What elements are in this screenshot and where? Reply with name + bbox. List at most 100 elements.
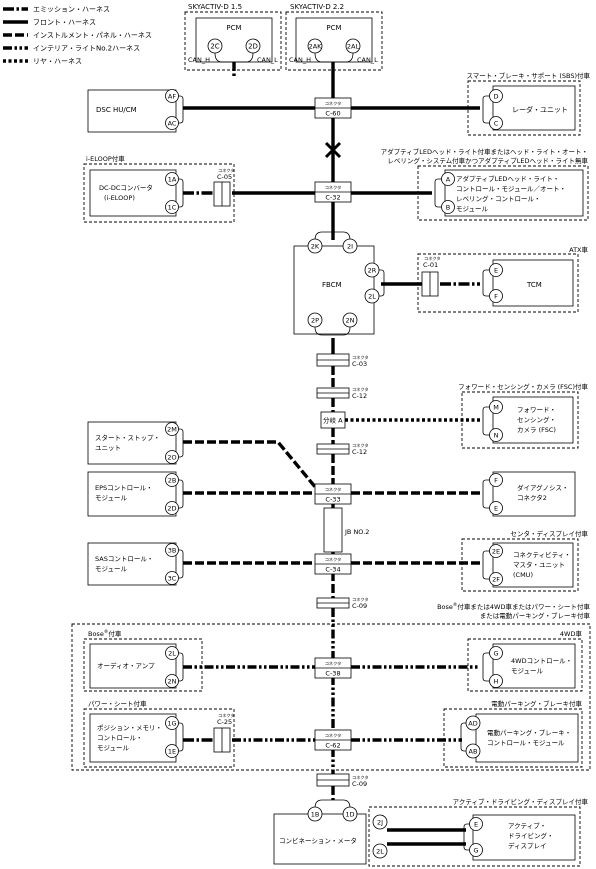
startstop-module: スタート・ストップ・ ユニット 2M 2O — [87, 421, 184, 465]
cmu-name-2: マスタ・ユニット — [513, 560, 565, 569]
pcm22-name: PCM — [326, 24, 341, 32]
pcm22-option-frame — [285, 11, 383, 71]
wire-startstop — [183, 440, 318, 490]
connector-c62: コネクタ C-62 — [314, 729, 352, 751]
fbcm-pin-2r — [364, 262, 380, 278]
dsc-box — [87, 89, 177, 133]
tcm-pin-f-label: F — [494, 293, 498, 301]
fbcm-box — [293, 245, 375, 335]
meter-pin-1b-label: 1B — [311, 811, 320, 819]
audio-option-label: Bose®付車 — [88, 628, 122, 638]
outer-option-label-1: Bose®付車または4WD車またはパワー・シート付車 — [437, 601, 590, 611]
startstop-name-2: ユニット — [95, 444, 121, 452]
pcm15-pin-h-label: 2C — [210, 43, 219, 51]
dlc-pin-f — [489, 473, 503, 487]
eps-pin-link — [176, 479, 184, 509]
connector-c33: コネクタ C-33 — [314, 483, 352, 505]
fsc-name-2: センシング・ — [517, 415, 556, 424]
eps-module: EPSコントロール・ モジュール 2B 2D — [87, 471, 184, 517]
pcm15-option-frame — [184, 11, 282, 71]
legend-label-instrument: インストルメント・パネル・ハーネス — [33, 32, 152, 40]
fbcm-pin-2k — [307, 238, 323, 254]
awd-name-1: 4WDコントロール・ — [511, 657, 572, 665]
headlight-pin-b-label: B — [446, 204, 450, 212]
jb-no2: JB NO.2 — [323, 507, 369, 553]
seat-name-3: モジュール — [97, 744, 130, 752]
fbcm-module: FBCM 2K 2I 2R 2L 2P 2N — [293, 231, 385, 336]
connector-c03-id: C-03 — [352, 360, 367, 368]
dlc-name-2: コネクタ2 — [517, 493, 547, 502]
adisp-pin-2j-label: 2J — [377, 819, 383, 827]
tcm-box — [492, 259, 574, 307]
sas-pin-3b-label: 3B — [168, 547, 177, 555]
fsc-module: フォワード・センシング・カメラ (FSC)付車 フォワード・ センシング・ カメ… — [458, 382, 588, 449]
dsc-pin-af-label: AF — [168, 93, 176, 101]
startstop-pin-2o-label: 2O — [167, 454, 176, 462]
radar-box — [492, 85, 576, 131]
dlc-module: ダイアグノシス・ コネクタ2 F E — [482, 471, 576, 517]
fbcm-pin-2n — [342, 312, 358, 328]
audio-pin-2n-label: 2N — [168, 678, 177, 686]
seat-box — [89, 713, 177, 763]
tcm-module: ATX車 コネクタ C-01 TCM E F — [417, 245, 588, 313]
meter-pin-link — [314, 799, 351, 809]
epb-pin-ad-label: AD — [468, 720, 477, 728]
startstop-pin-2m — [165, 422, 179, 436]
dlc-pin-link — [482, 479, 490, 509]
seat-pin-1e — [165, 744, 179, 758]
headlight-pin-a — [441, 172, 455, 186]
fbcm-top-link — [314, 231, 351, 241]
epb-pin-ab — [465, 743, 481, 759]
cmu-pin-link — [482, 550, 490, 580]
tcm-pin-e-label: E — [494, 267, 498, 275]
meter-module: コンビネーション・メータ 1B 1D — [273, 799, 367, 865]
sas-name-1: SASコントロール・ — [95, 555, 153, 563]
connector-c60: コネクタ C-60 — [314, 97, 352, 119]
dlc-box — [492, 471, 576, 517]
connector-c33-id: C-33 — [325, 496, 340, 504]
connector-c09-lower: コネクタ C-09 — [316, 773, 369, 788]
cross-mark — [324, 141, 342, 159]
connector-c05-id: C-05 — [217, 173, 232, 181]
connector-c60-word: コネクタ — [325, 100, 342, 107]
connector-c34: コネクタ C-34 — [314, 553, 352, 575]
connector-c12-lower: コネクタ C-12 — [316, 442, 369, 456]
sas-pin-link — [176, 549, 184, 579]
eps-name-2: モジュール — [95, 494, 128, 502]
headlight-name-3: レベリング・コントロール・ — [456, 194, 541, 203]
fsc-pin-m-label: M — [493, 404, 499, 412]
pcm22-variant-label: SKYACTIV-D 2.2 — [290, 3, 344, 11]
headlight-box — [444, 169, 584, 217]
connector-c03-word: コネクタ — [352, 354, 369, 361]
eps-box — [87, 471, 177, 517]
fsc-pin-link — [482, 406, 490, 436]
pcm-22: SKYACTIV-D 2.2 PCM 2AK 2AL CAN_H CAN_L — [285, 3, 383, 71]
headlight-option-label-2: レベリング・システム付車かつアダプティブLEDヘッド・ライト無車 — [387, 156, 588, 165]
connector-c03: コネクタ C-03 — [316, 353, 369, 368]
connector-c25-word: コネクタ — [218, 712, 235, 719]
radar-option-frame — [467, 80, 581, 136]
radar-name: レーダ・ユニット — [512, 105, 568, 114]
outer-option-frame — [71, 623, 591, 771]
adisp-pin-link — [463, 823, 470, 851]
fbcm-pin-2r-label: 2R — [368, 267, 377, 275]
awd-name-2: モジュール — [511, 667, 544, 675]
fsc-name-1: フォワード・ — [517, 406, 556, 414]
audio-name: オーディオ・アンプ — [97, 661, 155, 670]
adisp-pin-e — [469, 817, 483, 831]
sas-name-2: モジュール — [95, 565, 128, 573]
outer-option-label-2: または電動パーキング・ブレーキ付車 — [480, 611, 591, 620]
startstop-pin-2m-label: 2M — [167, 426, 177, 434]
connector-c38: コネクタ C-38 — [314, 657, 352, 679]
cmu-name-3: (CMU) — [513, 571, 533, 579]
awd-option-frame — [467, 638, 583, 692]
fbcm-bottom-link — [314, 326, 351, 336]
adisp-pin-g-label: G — [473, 847, 478, 855]
connector-c09-upper: コネクタ C-09 — [316, 596, 369, 610]
adisp-pin-e-label: E — [474, 821, 478, 829]
adisp-option-label: アクティブ・ドライビング・ディスプレイ付車 — [453, 797, 589, 806]
audio-option-rest: 付車 — [108, 629, 122, 638]
audio-pin-2l — [165, 646, 179, 660]
connector-c32-id: C-32 — [325, 194, 340, 202]
pcm-15: SKYACTIV-D 1.5 PCM 2C 2D CAN_H CAN_L — [184, 3, 282, 71]
